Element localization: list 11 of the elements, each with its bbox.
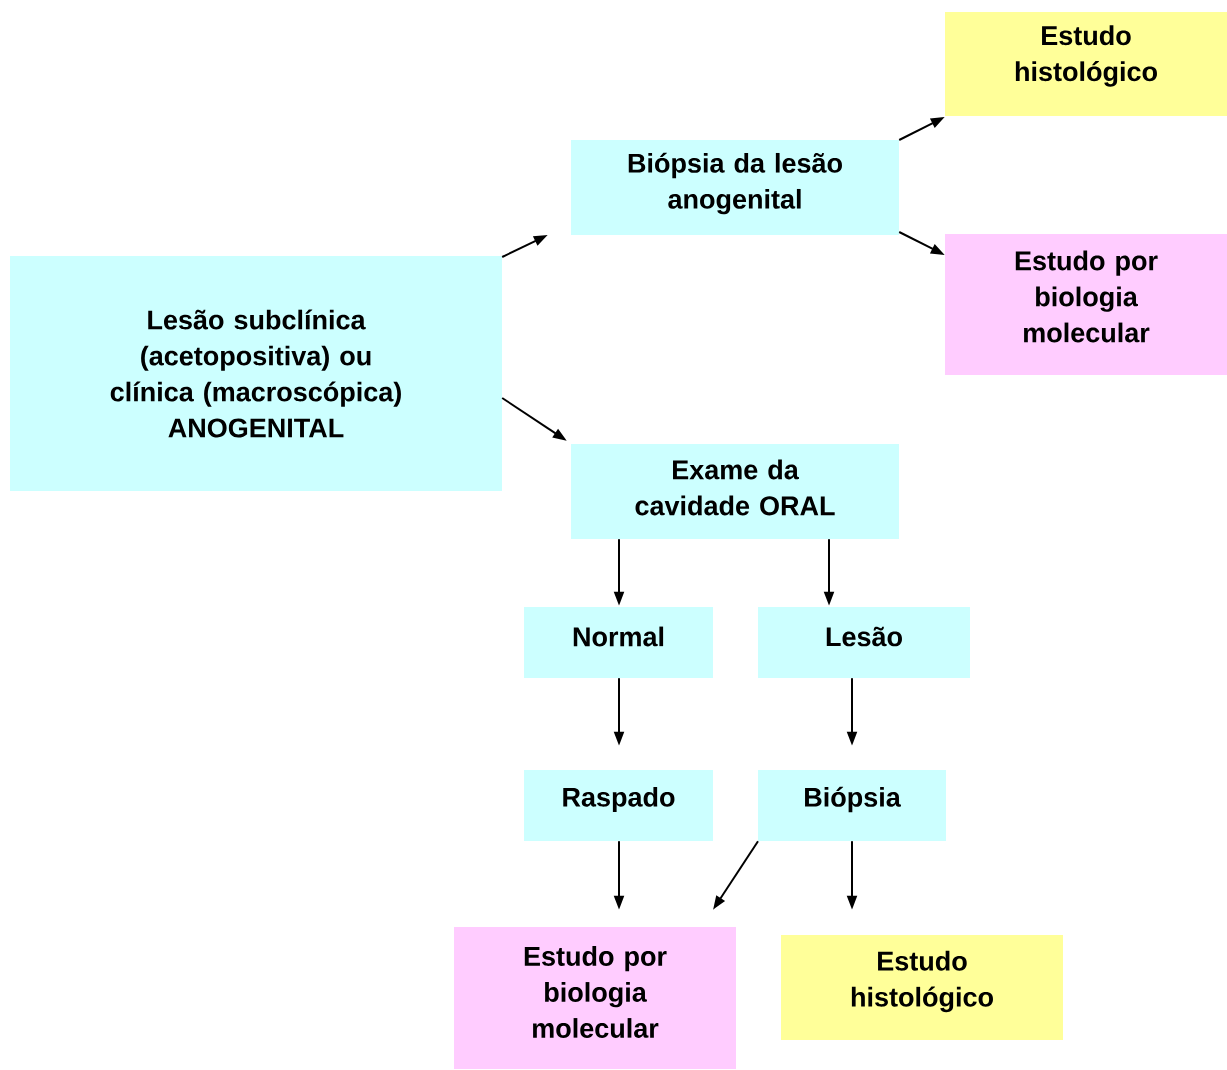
process-box: Lesão subclínica (acetopositiva) ou clínica (macroscópica) ANOGENITAL bbox=[10, 256, 502, 491]
process-box: Exame da cavidade ORAL bbox=[571, 444, 899, 539]
process-box: Normal bbox=[524, 607, 713, 678]
process-box: Biópsia bbox=[758, 770, 946, 841]
process-box: Estudo por biologia molecular bbox=[945, 234, 1227, 375]
process-box: Estudo histológico bbox=[945, 12, 1227, 116]
process-box: Lesão bbox=[758, 607, 970, 678]
process-box: Estudo histológico bbox=[781, 935, 1063, 1040]
process-box: Estudo por biologia molecular bbox=[454, 927, 736, 1069]
process-box: Raspado bbox=[524, 770, 713, 841]
process-box: Biópsia da lesão anogenital bbox=[571, 140, 899, 235]
